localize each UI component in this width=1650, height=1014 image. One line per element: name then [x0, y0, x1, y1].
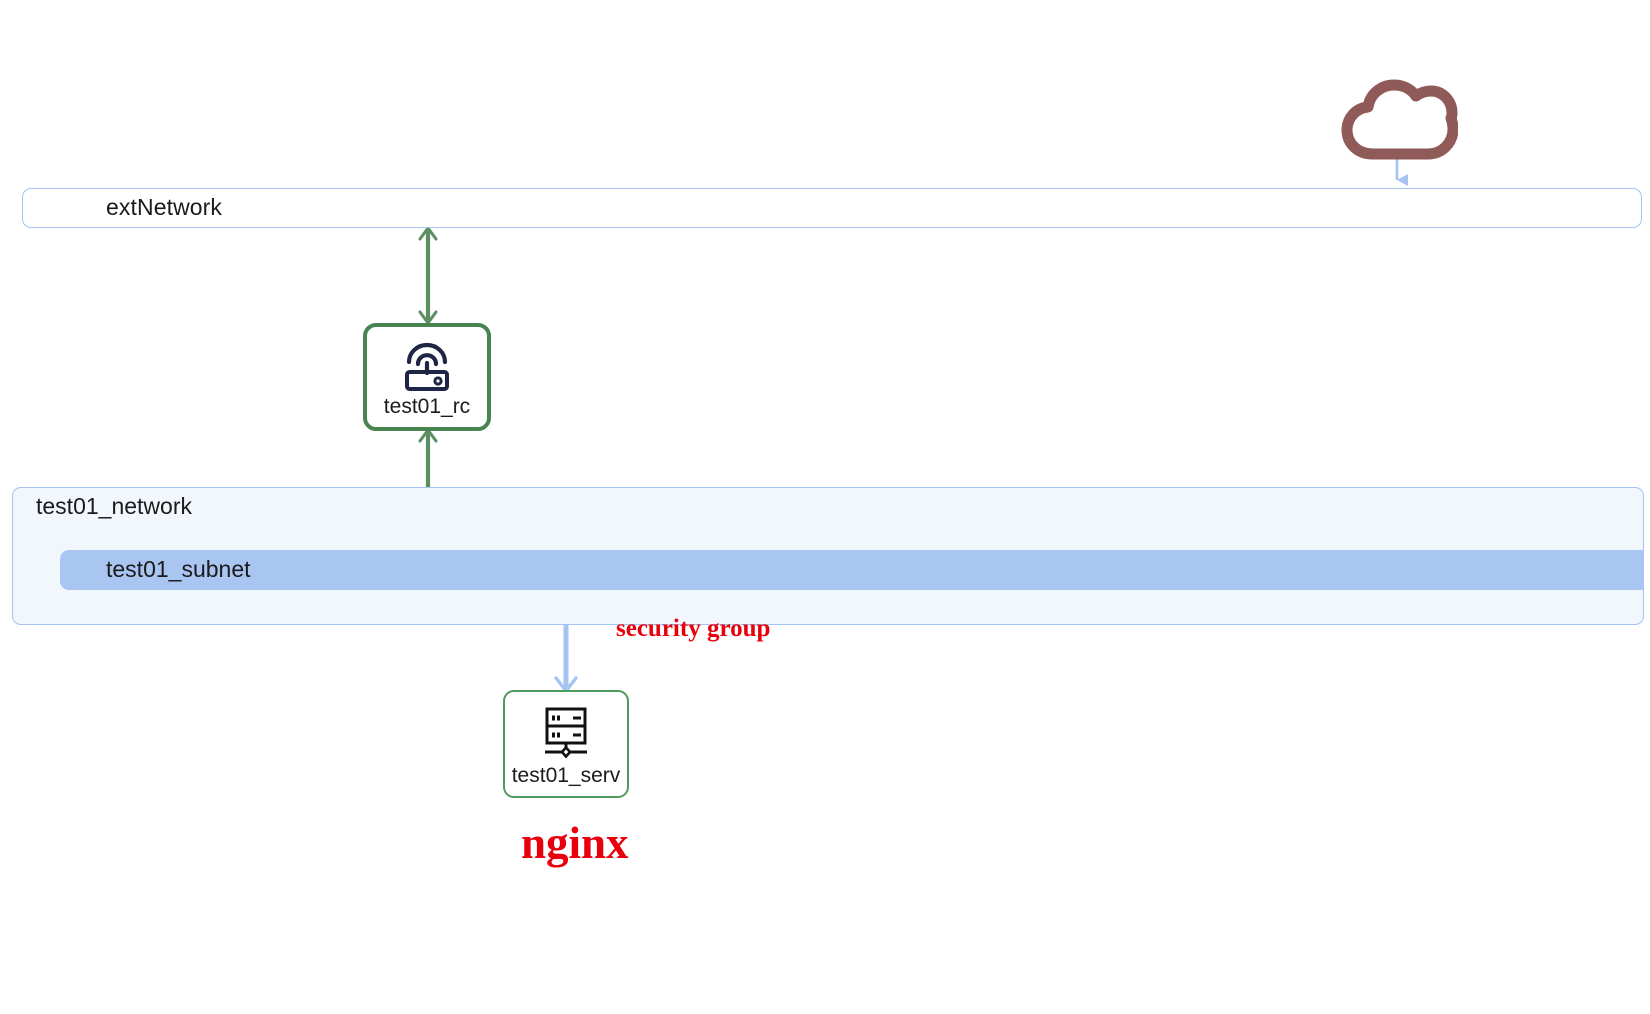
subnet-bar[interactable]: [60, 550, 1644, 590]
cloud-icon: [1340, 70, 1459, 167]
node-server[interactable]: test01_serv: [503, 690, 629, 798]
link-extnetwork-to-router: [418, 226, 438, 325]
server-label: test01_serv: [511, 764, 621, 787]
network-label: test01_network: [36, 493, 192, 519]
subnet-label: test01_subnet: [106, 556, 251, 582]
server-icon: [540, 706, 592, 765]
external-network-label: extNetwork: [106, 194, 223, 220]
router-icon: [400, 341, 454, 398]
annotation-nginx: nginx: [521, 818, 629, 868]
router-label: test01_rc: [383, 395, 471, 418]
external-network-container[interactable]: [22, 188, 1642, 228]
annotation-security-group: security group: [616, 615, 771, 642]
node-router[interactable]: test01_rc: [363, 323, 491, 431]
